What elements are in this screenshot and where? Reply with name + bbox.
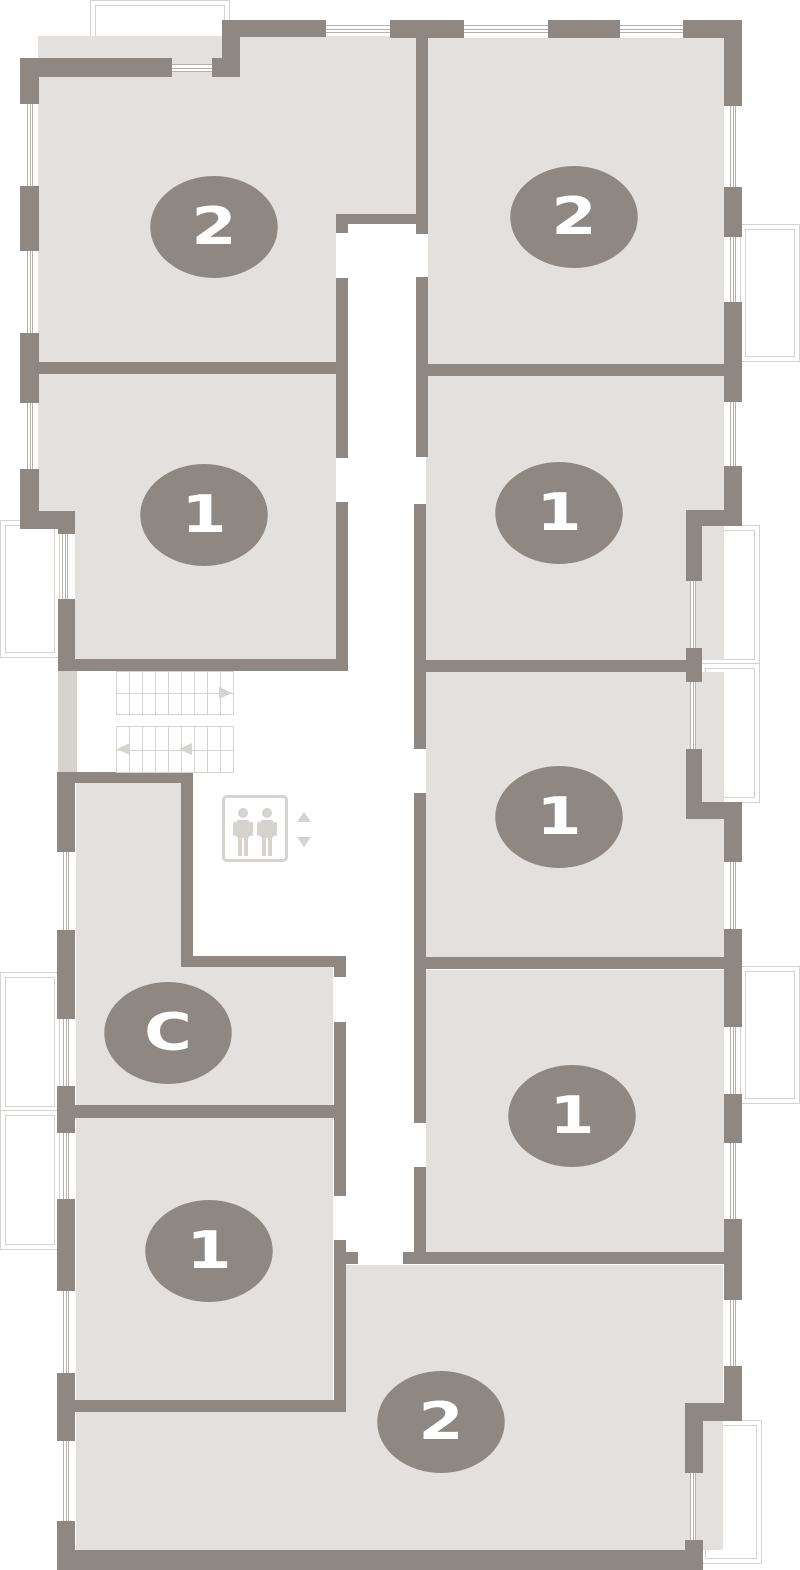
window	[63, 1291, 69, 1373]
stairs-lower-flight	[116, 726, 234, 773]
balcony-right-top	[740, 224, 800, 362]
wall	[416, 20, 428, 234]
window	[464, 25, 548, 33]
window	[62, 534, 68, 599]
window	[730, 237, 736, 302]
wall	[57, 1521, 75, 1570]
window	[27, 104, 33, 186]
balcony-left-upper	[0, 520, 60, 658]
window	[730, 402, 736, 466]
window	[620, 25, 684, 33]
wall	[724, 802, 742, 862]
wall	[403, 1252, 724, 1264]
stairs-upper-flight	[116, 671, 234, 715]
arrow-down-icon	[297, 837, 311, 847]
window	[172, 64, 212, 72]
window	[27, 251, 33, 333]
wall	[181, 956, 346, 967]
window	[326, 25, 392, 33]
wall	[414, 793, 426, 1123]
window	[690, 682, 696, 749]
wall	[57, 772, 193, 783]
unit-badge-left-lower[interactable]: 1	[145, 1200, 273, 1302]
wall	[336, 502, 348, 671]
wall	[426, 957, 724, 969]
wall	[20, 58, 39, 104]
unit-badge-right-2[interactable]: 1	[495, 462, 623, 564]
unit-badge-right-4[interactable]: 1	[508, 1065, 636, 1167]
wall	[57, 1400, 346, 1412]
wall	[20, 333, 39, 403]
unit-badge-top-left[interactable]: 2	[150, 176, 278, 278]
wall	[57, 1105, 346, 1118]
unit-badge-studio[interactable]: C	[104, 982, 232, 1084]
wall	[336, 214, 348, 233]
window	[730, 1027, 736, 1094]
wall	[685, 1403, 703, 1473]
window	[730, 1300, 736, 1366]
window	[690, 1473, 696, 1540]
window	[63, 1133, 69, 1199]
unit-badge-left-upper[interactable]: 1	[140, 464, 268, 566]
wall	[426, 660, 702, 672]
window	[730, 862, 736, 929]
wall	[724, 302, 742, 402]
balcony-right-lower	[740, 966, 800, 1104]
unit-badge-top-right[interactable]: 2	[510, 166, 638, 268]
wall	[20, 58, 172, 77]
floor-unit-top-left-ext	[240, 36, 418, 216]
wall	[334, 1252, 358, 1264]
wall	[724, 1094, 742, 1143]
wall	[222, 20, 326, 37]
wall	[724, 1219, 742, 1300]
window	[63, 1019, 69, 1086]
wall	[181, 772, 193, 966]
unit-badge-right-3[interactable]: 1	[495, 766, 623, 868]
unit-badge-bottom[interactable]: 2	[377, 1371, 505, 1473]
person-icon	[257, 808, 277, 856]
wall	[724, 187, 742, 237]
wall	[414, 504, 426, 749]
wall	[20, 186, 39, 251]
wall	[334, 1240, 346, 1412]
window	[730, 1143, 736, 1219]
wall	[414, 1167, 426, 1264]
window	[730, 106, 736, 187]
window	[63, 1441, 69, 1521]
wall	[336, 214, 428, 224]
shaft	[58, 671, 77, 772]
wall	[334, 956, 346, 977]
wall	[57, 930, 75, 1019]
person-icon	[233, 808, 253, 856]
balcony-left-lower-a	[0, 972, 60, 1112]
wall	[686, 749, 702, 819]
wall	[58, 599, 75, 671]
wall	[58, 511, 75, 534]
elevator-people-icon	[222, 795, 288, 862]
wall	[548, 20, 620, 38]
wall	[686, 510, 702, 581]
wall	[57, 1550, 703, 1570]
wall	[416, 277, 428, 457]
wall	[57, 1199, 75, 1291]
balcony-left-lower-b	[0, 1110, 60, 1250]
wall	[724, 20, 742, 106]
window	[63, 852, 69, 930]
window	[27, 403, 33, 469]
wall	[38, 362, 348, 374]
arrow-up-icon	[297, 812, 311, 822]
wall	[724, 929, 742, 1027]
wall	[58, 659, 348, 671]
wall	[428, 364, 724, 376]
wall	[57, 772, 75, 852]
window	[690, 581, 696, 648]
